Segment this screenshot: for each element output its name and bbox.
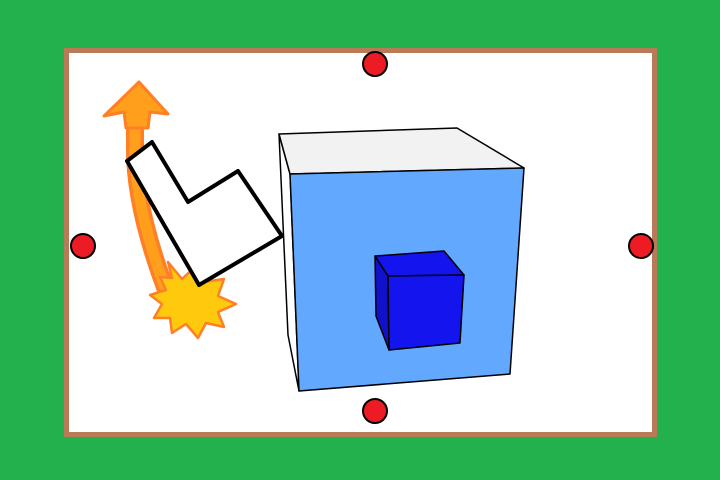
small-cube-front-face <box>387 274 465 351</box>
arrow-head <box>102 80 170 130</box>
small-cube-icon[interactable] <box>374 250 465 351</box>
left-handle-icon[interactable] <box>70 233 96 259</box>
explosion-burst-icon <box>148 260 238 340</box>
top-handle-icon[interactable] <box>362 51 388 77</box>
bottom-handle-icon[interactable] <box>362 398 388 424</box>
l-bracket-icon[interactable] <box>125 140 284 287</box>
right-handle-icon[interactable] <box>628 233 654 259</box>
